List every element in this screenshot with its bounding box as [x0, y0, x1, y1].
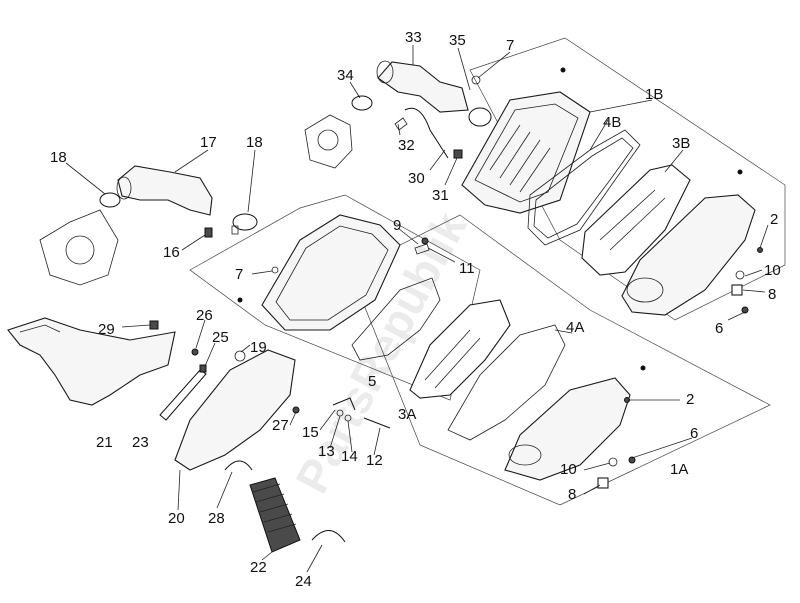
label-2: 2: [770, 211, 778, 228]
air-box-upper-cover: [621, 169, 756, 316]
label-4A: 4A: [566, 319, 584, 336]
label-32: 32: [398, 137, 415, 154]
label-17: 17: [200, 134, 217, 151]
label-7: 7: [235, 266, 243, 283]
label-1A: 1A: [670, 461, 688, 478]
label-12: 12: [366, 452, 383, 469]
label-9: 9: [393, 217, 401, 234]
clamp-18-left: [99, 192, 121, 208]
clamp-35: [468, 107, 492, 127]
label-24: 24: [295, 573, 312, 590]
label-26: 26: [196, 307, 213, 324]
label-19: 19: [250, 339, 267, 356]
label-8: 8: [768, 286, 776, 303]
hose-30: [394, 107, 449, 159]
label-23: 23: [132, 434, 149, 451]
clamp-34: [351, 95, 373, 111]
label-25: 25: [212, 329, 229, 346]
label-15: 15: [302, 424, 319, 441]
air-box-lower-cover: [504, 365, 646, 481]
label-31: 31: [432, 187, 449, 204]
label-33: 33: [405, 29, 422, 46]
label-6: 6: [690, 425, 698, 442]
callout-labels: 33 35 7 34 1B 4B 3B 32 30 31 18 17 18 16…: [50, 29, 781, 590]
label-27: 27: [272, 417, 289, 434]
label-20: 20: [168, 510, 185, 527]
label-3A: 3A: [398, 406, 416, 423]
shield-20: [174, 349, 296, 471]
air-box-lower-housing: [237, 214, 401, 331]
strap-23: [159, 369, 207, 421]
label-18: 18: [50, 149, 67, 166]
gasket-4A: [447, 324, 566, 441]
label-10: 10: [764, 262, 781, 279]
upper-box-outline: [469, 37, 786, 321]
label-29: 29: [98, 321, 115, 338]
label-5: 5: [368, 373, 376, 390]
label-6: 6: [715, 320, 723, 337]
label-7: 7: [506, 37, 514, 54]
middle-box-outline: [189, 194, 481, 401]
clamp-18-right: [231, 213, 258, 235]
label-4B: 4B: [603, 114, 621, 131]
label-35: 35: [449, 32, 466, 49]
label-1B: 1B: [645, 86, 663, 103]
leader-lines: [65, 45, 769, 573]
filter-element-3B: [581, 164, 691, 276]
label-16: 16: [163, 244, 180, 261]
label-2: 2: [686, 391, 694, 408]
throttle-body-upper: [304, 114, 353, 169]
label-34: 34: [337, 67, 354, 84]
label-3B: 3B: [672, 135, 690, 152]
clip-16: [204, 227, 213, 238]
small-bolts: [149, 237, 763, 489]
label-10: 10: [560, 461, 577, 478]
small-fittings-31: [453, 75, 481, 159]
bracket-21: [7, 317, 176, 406]
ring-24: [311, 530, 346, 543]
duct-17: [116, 165, 213, 216]
label-30: 30: [408, 170, 425, 187]
ring-28: [224, 460, 253, 471]
label-21: 21: [96, 434, 113, 451]
label-14: 14: [341, 448, 358, 465]
label-22: 22: [250, 559, 267, 576]
gasket-4B: [527, 129, 641, 246]
label-13: 13: [318, 443, 335, 460]
filter-element-3A: [409, 299, 511, 399]
gasket-5: [351, 277, 441, 361]
label-11: 11: [459, 260, 475, 277]
throttle-body-left: [39, 209, 119, 286]
label-18: 18: [246, 134, 263, 151]
lower-box-outline: [349, 214, 771, 506]
intake-duct-33: [376, 60, 469, 113]
air-box-upper-housing: [461, 67, 591, 214]
label-28: 28: [208, 510, 225, 527]
tube-22: [249, 477, 301, 553]
label-8: 8: [568, 486, 576, 503]
